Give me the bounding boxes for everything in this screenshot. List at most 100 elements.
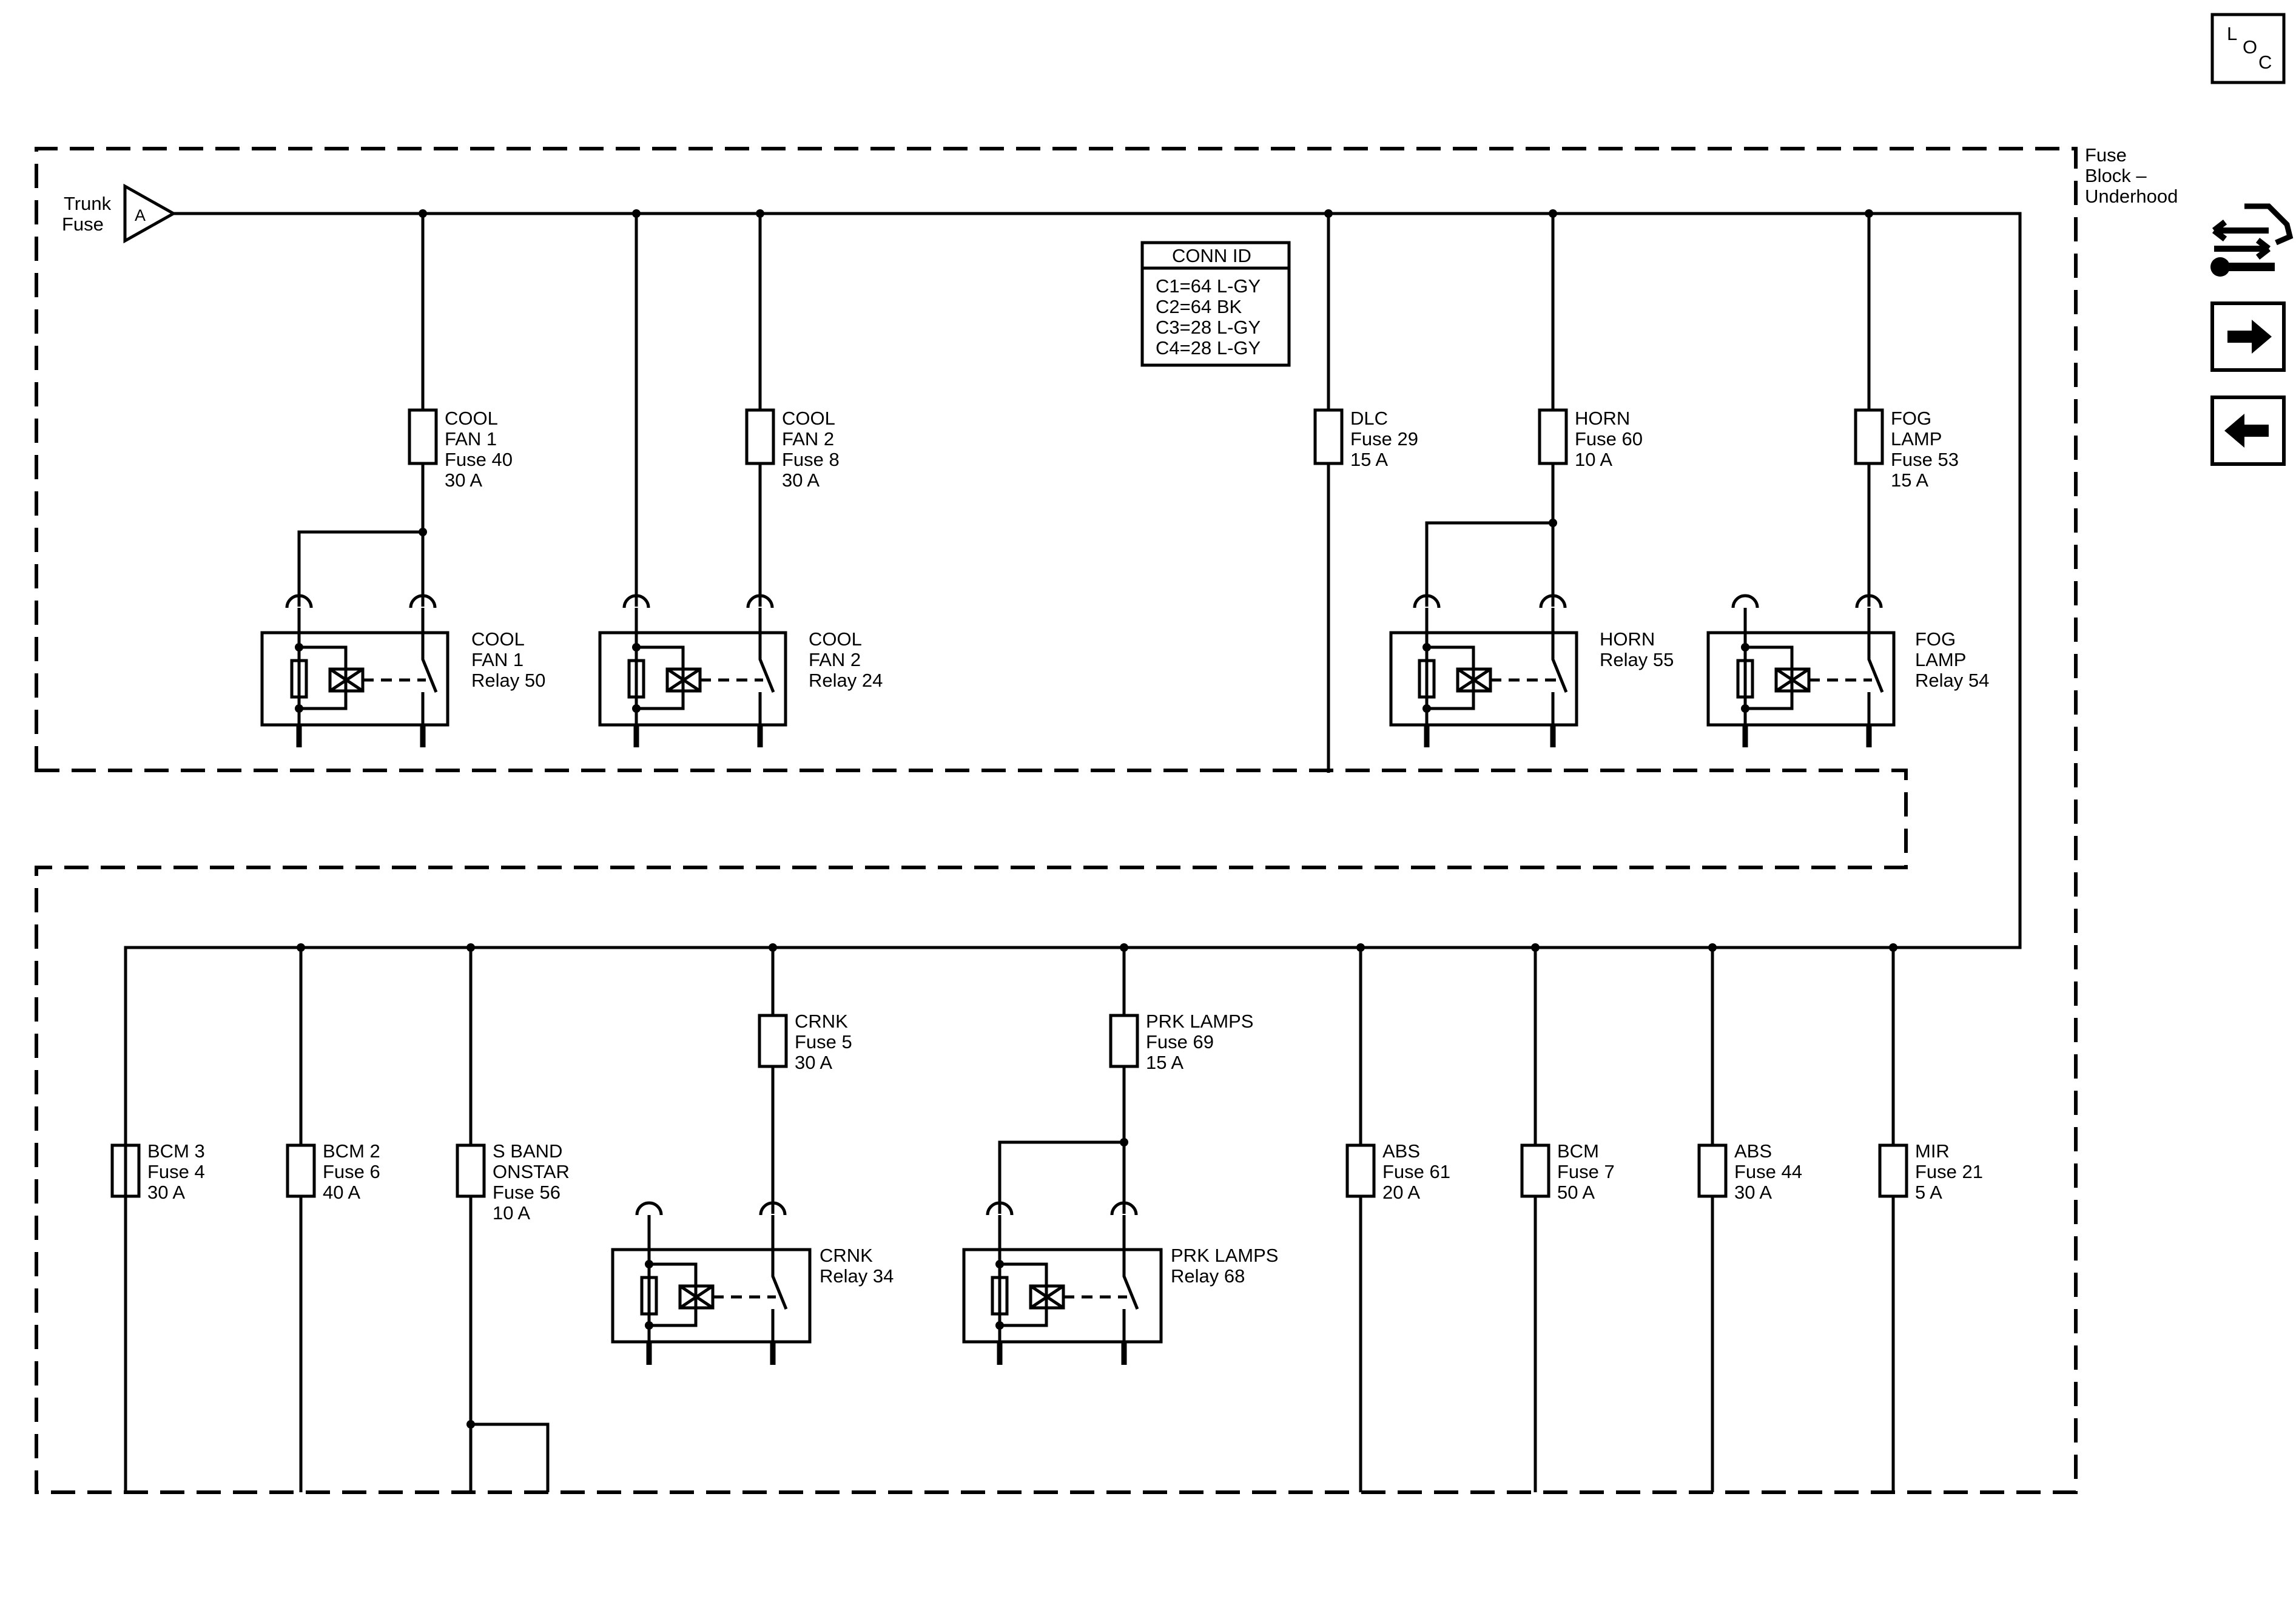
svg-text:ONSTAR: ONSTAR	[493, 1161, 570, 1182]
conn-id-row: C2=64 BK	[1156, 296, 1242, 317]
svg-text:Fuse 7: Fuse 7	[1557, 1161, 1615, 1182]
svg-text:5 A: 5 A	[1915, 1182, 1942, 1203]
svg-text:10 A: 10 A	[1575, 449, 1612, 470]
relay-cool-fan-1: COOL FAN 1 Relay 50	[260, 594, 545, 747]
svg-text:HORN: HORN	[1600, 628, 1655, 650]
svg-text:20 A: 20 A	[1382, 1182, 1420, 1203]
svg-text:FAN 2: FAN 2	[809, 649, 861, 670]
arrow-right-icon[interactable]	[2210, 301, 2286, 372]
fuse-s-band-onstar: S BAND ONSTAR Fuse 56 10 A	[456, 1140, 570, 1224]
svg-text:Fuse 61: Fuse 61	[1382, 1161, 1450, 1182]
svg-text:COOL: COOL	[782, 408, 835, 429]
fuse-abs-44: ABS Fuse 44 30 A	[1697, 1140, 1802, 1203]
svg-text:BCM: BCM	[1557, 1140, 1599, 1162]
top-splice-dots	[419, 209, 1873, 536]
trunk-fuse-pin: A	[135, 206, 146, 224]
svg-text:MIR: MIR	[1915, 1140, 1950, 1162]
svg-text:FAN 1: FAN 1	[471, 649, 524, 670]
relay-cool-fan-2: COOL FAN 2 Relay 24	[598, 594, 883, 747]
svg-text:COOL: COOL	[445, 408, 498, 429]
trunk-fuse-label: Trunk	[64, 193, 112, 214]
fuse-cool-fan-1: COOL FAN 1 Fuse 40 30 A	[408, 408, 513, 491]
svg-text:Fuse 40: Fuse 40	[445, 449, 513, 470]
svg-text:Relay 68: Relay 68	[1171, 1265, 1245, 1287]
svg-text:30 A: 30 A	[795, 1052, 832, 1073]
svg-text:HORN: HORN	[1575, 408, 1630, 429]
svg-text:ABS: ABS	[1382, 1140, 1420, 1162]
relay-horn: HORN Relay 55	[1389, 594, 1674, 747]
svg-text:COOL: COOL	[471, 628, 525, 650]
loc-l: L	[2227, 23, 2237, 44]
relay-crnk: CRNK Relay 34	[611, 1201, 894, 1365]
fuse-block-label: Fuse Block – Underhood	[2085, 144, 2178, 207]
svg-text:30 A: 30 A	[147, 1182, 185, 1203]
fuse-fog-lamp: FOG LAMP Fuse 53 15 A	[1854, 408, 1959, 491]
svg-text:Fuse 60: Fuse 60	[1575, 428, 1643, 449]
arrow-left-icon[interactable]	[2210, 396, 2286, 466]
svg-text:Fuse 21: Fuse 21	[1915, 1161, 1983, 1182]
locator-connector-icon[interactable]	[2210, 203, 2294, 277]
top-wiring	[297, 214, 1871, 773]
svg-text:FAN 2: FAN 2	[782, 428, 834, 449]
loc-icon[interactable]: L O C	[2210, 13, 2286, 84]
svg-text:PRK LAMPS: PRK LAMPS	[1146, 1011, 1253, 1032]
svg-text:S BAND: S BAND	[493, 1140, 562, 1162]
conn-id-row: C1=64 L-GY	[1156, 275, 1261, 297]
svg-text:Fuse 5: Fuse 5	[795, 1031, 852, 1052]
svg-text:Relay 24: Relay 24	[809, 670, 883, 691]
svg-text:30 A: 30 A	[445, 470, 482, 491]
fuse-mir: MIR Fuse 21 5 A	[1878, 1140, 1983, 1203]
relay-fog-lamp: FOG LAMP Relay 54	[1706, 594, 1989, 747]
svg-text:COOL: COOL	[809, 628, 862, 650]
svg-text:LAMP: LAMP	[1915, 649, 1966, 670]
svg-text:Fuse 53: Fuse 53	[1891, 449, 1959, 470]
svg-text:Relay 55: Relay 55	[1600, 649, 1674, 670]
svg-text:Underhood: Underhood	[2085, 186, 2178, 207]
svg-text:15 A: 15 A	[1350, 449, 1388, 470]
svg-text:BCM 3: BCM 3	[147, 1140, 205, 1162]
svg-text:Fuse 69: Fuse 69	[1146, 1031, 1214, 1052]
svg-text:Fuse 29: Fuse 29	[1350, 428, 1418, 449]
svg-text:15 A: 15 A	[1146, 1052, 1183, 1073]
svg-text:Fuse 6: Fuse 6	[323, 1161, 380, 1182]
svg-text:ABS: ABS	[1734, 1140, 1772, 1162]
svg-text:30 A: 30 A	[1734, 1182, 1772, 1203]
svg-text:Fuse: Fuse	[62, 214, 104, 235]
svg-text:Block –: Block –	[2085, 165, 2147, 186]
svg-text:LAMP: LAMP	[1891, 428, 1942, 449]
conn-id-row: C4=28 L-GY	[1156, 337, 1261, 359]
conn-id-row: C3=28 L-GY	[1156, 317, 1261, 338]
svg-text:FAN 1: FAN 1	[445, 428, 497, 449]
conn-id-title: CONN ID	[1172, 245, 1251, 266]
svg-text:Relay 54: Relay 54	[1915, 670, 1989, 691]
svg-text:FOG: FOG	[1891, 408, 1931, 429]
fuse-bcm-3: BCM 3 Fuse 4 30 A	[110, 1140, 205, 1203]
loc-c: C	[2258, 52, 2272, 73]
fuse-bcm-7: BCM Fuse 7 50 A	[1520, 1140, 1615, 1203]
svg-text:CRNK: CRNK	[820, 1245, 873, 1266]
loc-o: O	[2243, 36, 2257, 58]
main-bus	[124, 212, 2022, 1492]
svg-text:15 A: 15 A	[1891, 470, 1928, 491]
svg-text:CRNK: CRNK	[795, 1011, 848, 1032]
fuse-abs-61: ABS Fuse 61 20 A	[1345, 1140, 1450, 1203]
svg-text:50 A: 50 A	[1557, 1182, 1595, 1203]
svg-text:Fuse 8: Fuse 8	[782, 449, 840, 470]
fuse-bcm-2: BCM 2 Fuse 6 40 A	[286, 1140, 380, 1203]
svg-text:Relay 34: Relay 34	[820, 1265, 894, 1287]
bottom-wiring	[299, 948, 1895, 1492]
svg-text:Relay 50: Relay 50	[471, 670, 545, 691]
relay-prk-lamps: PRK LAMPS Relay 68	[962, 1201, 1278, 1365]
svg-text:PRK LAMPS: PRK LAMPS	[1171, 1245, 1278, 1266]
fuse-dlc: DLC Fuse 29 15 A	[1313, 408, 1418, 470]
conn-id-table: CONN ID C1=64 L-GY C2=64 BK C3=28 L-GY C…	[1140, 241, 1291, 367]
svg-text:FOG: FOG	[1915, 628, 1956, 650]
fuse-crnk: CRNK Fuse 5 30 A	[758, 1011, 852, 1073]
fuse-block-outline	[35, 147, 2078, 1494]
fuse-cool-fan-2: COOL FAN 2 Fuse 8 30 A	[745, 408, 840, 491]
fuse-horn: HORN Fuse 60 10 A	[1538, 408, 1643, 470]
svg-text:10 A: 10 A	[493, 1202, 530, 1224]
svg-text:Fuse 4: Fuse 4	[147, 1161, 205, 1182]
svg-text:40 A: 40 A	[323, 1182, 360, 1203]
